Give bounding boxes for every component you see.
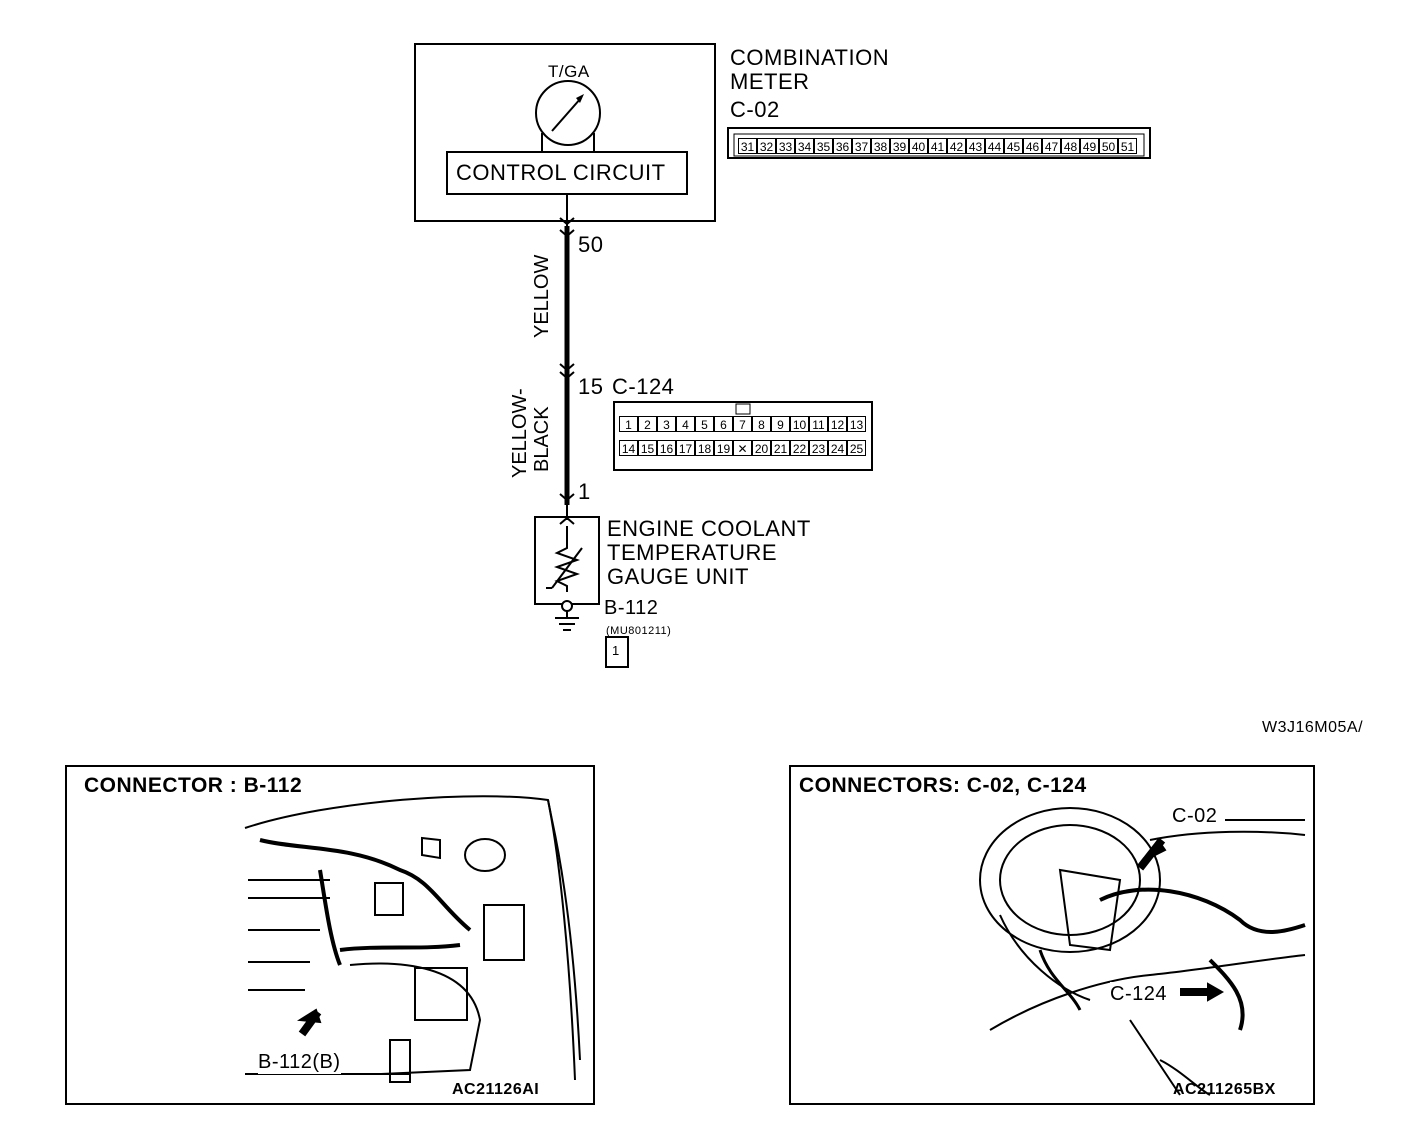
c02-pin: 45 — [1004, 138, 1023, 154]
c02-pin: 39 — [890, 138, 909, 154]
c02-pin: 31 — [738, 138, 757, 154]
c124-pin: 17 — [676, 440, 695, 456]
c02-pin: 35 — [814, 138, 833, 154]
wire-color-yellow-black-1: YELLOW- — [509, 388, 531, 478]
pin-meter-50: 50 — [578, 232, 604, 257]
c124-pin: 25 — [847, 440, 866, 456]
panel-right-title: CONNECTORS: C-02, C-124 — [799, 774, 1087, 797]
c124-pin-row-1: 1 2 3 4 5 6 7 8 9 10 11 12 13 — [619, 416, 866, 432]
wire-color-yellow: YELLOW — [531, 254, 553, 338]
sensor-label-line3: GAUGE UNIT — [607, 564, 749, 589]
c124-pin: 16 — [657, 440, 676, 456]
c124-pin: 24 — [828, 440, 847, 456]
c124-pin: 18 — [695, 440, 714, 456]
c02-pin: 44 — [985, 138, 1004, 154]
c124-pin-blank: ✕ — [733, 440, 752, 456]
meter-title-line1: COMBINATION — [730, 45, 890, 70]
c124-pin: 22 — [790, 440, 809, 456]
b112-connector-symbol — [605, 636, 629, 668]
drawing-code: W3J16M05A/ — [1262, 719, 1364, 736]
c124-pin: 15 — [638, 440, 657, 456]
gauge-label: T/GA — [548, 62, 590, 81]
c02-connector-body — [727, 127, 1151, 159]
c124-pin: 8 — [752, 416, 771, 432]
b112-pin-1: 1 — [612, 643, 620, 658]
c02-callout: C-02 — [1172, 805, 1218, 827]
c02-pin: 37 — [852, 138, 871, 154]
pin-sensor-1: 1 — [578, 479, 591, 504]
sensor-part-number: (MU801211) — [606, 625, 672, 637]
c124-pin: 7 — [733, 416, 752, 432]
c02-pin: 43 — [966, 138, 985, 154]
connector-c124-id: C-124 — [612, 374, 675, 399]
c124-pin: 9 — [771, 416, 790, 432]
c124-pin-row-2: 14 15 16 17 18 19 ✕ 20 21 22 23 24 25 — [619, 440, 866, 456]
c02-pin: 46 — [1023, 138, 1042, 154]
gauge-circle — [535, 80, 601, 146]
control-circuit-label: CONTROL CIRCUIT — [456, 160, 666, 185]
c124-pin: 4 — [676, 416, 695, 432]
engine-bay-illustration — [244, 795, 581, 1083]
c124-pin: 21 — [771, 440, 790, 456]
c124-pin: 6 — [714, 416, 733, 432]
c124-pin: 12 — [828, 416, 847, 432]
b112-callout: B-112(B) — [258, 1050, 341, 1074]
c02-pin: 34 — [795, 138, 814, 154]
c02-pin: 51 — [1118, 138, 1137, 154]
panel-left-code: AC21126AI — [452, 1081, 540, 1098]
panel-right-frame — [789, 765, 1315, 1105]
c124-pin: 10 — [790, 416, 809, 432]
c02-pin: 36 — [833, 138, 852, 154]
c124-connector-body — [613, 401, 873, 471]
c124-pin: 19 — [714, 440, 733, 456]
c124-pin: 1 — [619, 416, 638, 432]
c124-pin: 23 — [809, 440, 828, 456]
panel-left-frame — [65, 765, 595, 1105]
c02-pin: 32 — [757, 138, 776, 154]
pin-mid-15: 15 — [578, 374, 604, 399]
sensor-connector-id: B-112 — [604, 597, 659, 619]
c124-pin: 20 — [752, 440, 771, 456]
c124-pin: 5 — [695, 416, 714, 432]
meter-connector-id: C-02 — [730, 97, 780, 122]
panel-left-title: CONNECTOR : B-112 — [84, 774, 303, 797]
c02-pin: 33 — [776, 138, 795, 154]
c124-callout: C-124 — [1110, 982, 1167, 1006]
c02-pin: 48 — [1061, 138, 1080, 154]
sensor-label-line1: ENGINE COOLANT — [607, 516, 811, 541]
c02-pin: 42 — [947, 138, 966, 154]
wire-color-yellow-black-2: BLACK — [531, 406, 553, 472]
c02-pin: 41 — [928, 138, 947, 154]
c124-pin: 3 — [657, 416, 676, 432]
meter-title-line2: METER — [730, 69, 810, 94]
c02-pin: 40 — [909, 138, 928, 154]
c02-pin: 38 — [871, 138, 890, 154]
c124-pin: 14 — [619, 440, 638, 456]
c02-pin: 47 — [1042, 138, 1061, 154]
c02-pin-row: 31 32 33 34 35 36 37 38 39 40 41 42 43 4… — [738, 138, 1137, 154]
panel-right-code: AC211265BX — [1173, 1081, 1276, 1098]
c124-pin: 11 — [809, 416, 828, 432]
c02-pin: 50 — [1099, 138, 1118, 154]
c124-pin: 13 — [847, 416, 866, 432]
dashboard-illustration — [979, 807, 1306, 1096]
c124-pin: 2 — [638, 416, 657, 432]
c02-pin: 49 — [1080, 138, 1099, 154]
sensor-label-line2: TEMPERATURE — [607, 540, 778, 565]
